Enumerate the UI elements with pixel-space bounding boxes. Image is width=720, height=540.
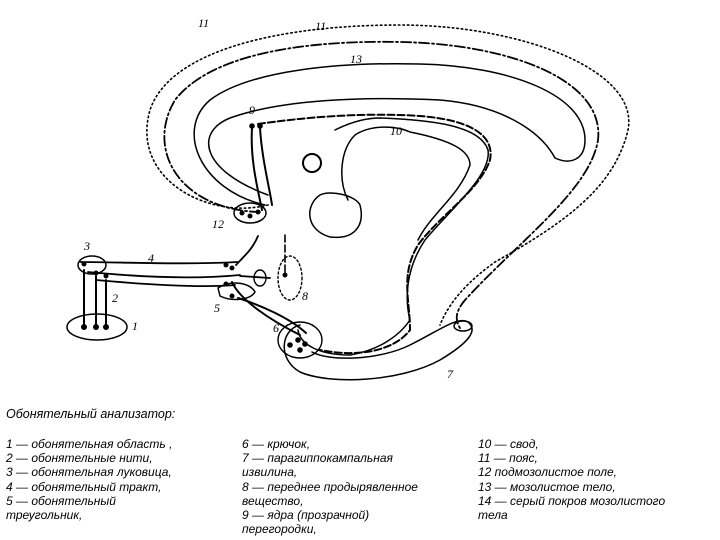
- uncus: [277, 321, 323, 359]
- legend-item: извилина,: [242, 465, 298, 480]
- label-11-left: 11: [198, 16, 209, 30]
- septal-lobe: [309, 192, 362, 239]
- legend-item: 5 — обонятельный: [6, 493, 116, 508]
- label-6: 6: [273, 321, 279, 335]
- olfactory-pathway-diagram: 1 2 3 4 5 6 7 8 9 10 11 11 12 13 14: [66, 16, 630, 381]
- subcallosal-field: [233, 202, 267, 224]
- legend-item: 8 — переднее продырявленное: [242, 479, 418, 494]
- legend-item: 1 — обонятельная область ,: [6, 437, 173, 451]
- label-13: 13: [350, 52, 362, 66]
- legend-item: 11 — пояс,: [478, 451, 538, 466]
- anterior-perforated-substance: [277, 255, 303, 301]
- indusium-griseum-line: [163, 40, 600, 329]
- fornix-pathway: [257, 113, 492, 355]
- legend-item: вещество,: [242, 493, 304, 508]
- legend-item: перегородки,: [242, 522, 317, 537]
- legend-item: 2 — обонятельные нити,: [6, 451, 153, 466]
- hippocampal-end: [453, 320, 473, 332]
- legend-item: 9 — ядра (прозрачной): [242, 508, 370, 523]
- legend-item: 3 — обонятельная луковица,: [6, 465, 172, 480]
- label-5: 5: [214, 301, 220, 315]
- septum-outline: [341, 126, 471, 241]
- legend-item: 7 — парагиппокампальная: [242, 451, 393, 466]
- olfactory-triangle: [217, 282, 256, 301]
- legend-item: 13 — мозолистое тело,: [478, 479, 616, 494]
- legend-column-2: 6 — крючок, 7 — парагиппокампальная изви…: [242, 437, 474, 536]
- septal-tract: [250, 127, 273, 211]
- legend-item: 4 — обонятельный тракт,: [6, 479, 162, 494]
- olfactory-triangle-node: [253, 269, 267, 287]
- neuron-dots: [81, 123, 308, 353]
- legend-column-3: 10 — свод, 11 — пояс, 12 подмозолистое п…: [478, 437, 718, 522]
- olfactory-tract-branch: [235, 235, 271, 279]
- olfactory-tract: [79, 261, 241, 287]
- label-8: 8: [302, 289, 308, 303]
- label-12: 12: [212, 217, 224, 231]
- legend-item: 10 — свод,: [478, 437, 539, 451]
- label-4: 4: [148, 251, 154, 265]
- corpus-callosum-outline: [193, 62, 586, 206]
- label-3: 3: [83, 239, 90, 253]
- label-10: 10: [390, 124, 402, 138]
- legend-item: 12 подмозолистое поле,: [478, 465, 617, 480]
- tract-to-uncus: [231, 281, 301, 336]
- fornix-outline: [297, 117, 489, 356]
- legend-item: 14 — серый покров мозолистого: [478, 493, 666, 508]
- olfactory-filaments: [83, 269, 107, 328]
- legend-item: 6 — крючок,: [242, 437, 311, 451]
- cingulum-outer-contour: [146, 24, 630, 326]
- label-7: 7: [447, 367, 454, 381]
- legend-column-1: 1 — обонятельная область , 2 — обонятель…: [6, 437, 236, 522]
- label-2: 2: [112, 291, 118, 305]
- triangle-to-uncus: [237, 297, 307, 334]
- parahippocampal-gyrus: [283, 319, 473, 381]
- label-1: 1: [132, 319, 138, 333]
- legend-item: треугольник,: [6, 508, 83, 523]
- olfactory-bulb: [77, 255, 107, 275]
- anterior-commissure: [302, 153, 322, 173]
- caption-title: Обонятельный анализатор:: [6, 407, 176, 421]
- label-9: 9: [249, 103, 255, 117]
- legend-item: тела: [478, 508, 508, 523]
- label-11-right: 11: [315, 19, 326, 33]
